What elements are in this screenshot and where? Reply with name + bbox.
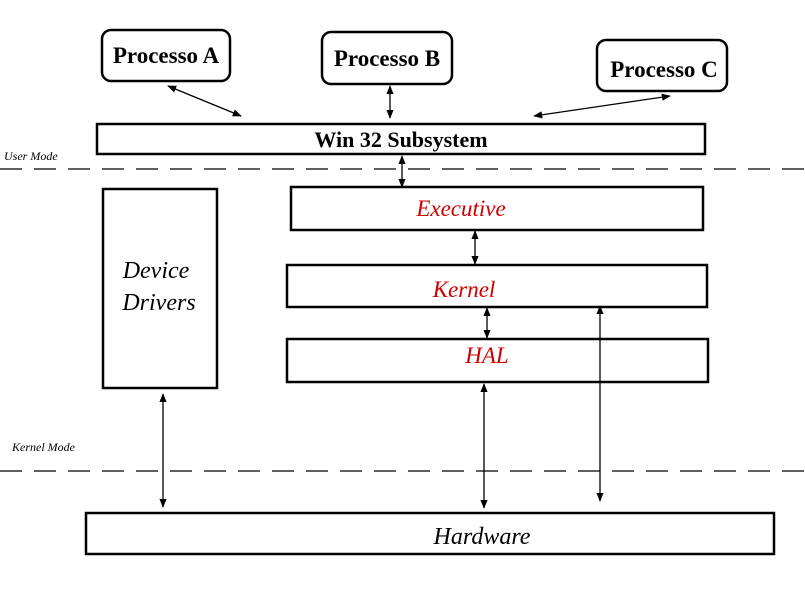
- device-drivers-box: Device Drivers: [101, 187, 219, 390]
- win32-subsystem-box: Win 32 Subsystem: [95, 122, 707, 156]
- device-drivers-line1: Device: [122, 258, 190, 284]
- kernel-label: Kernel: [432, 277, 496, 302]
- kernel-box: Kernel: [285, 263, 709, 309]
- executive-box: Executive: [289, 185, 705, 232]
- kernel-mode-label: Kernel Mode: [11, 440, 76, 454]
- arrow-process-a-subsystem: [167, 85, 242, 117]
- user-mode-label: User Mode: [4, 149, 58, 163]
- executive-label: Executive: [415, 196, 505, 221]
- process-a-label: Processo A: [113, 43, 220, 68]
- hardware-box: Hardware: [84, 511, 776, 556]
- process-b-box: Processo B: [320, 30, 454, 86]
- process-c-label: Processo C: [610, 57, 718, 82]
- process-a-box: Processo A: [100, 28, 232, 83]
- device-drivers-line2: Drivers: [121, 290, 195, 316]
- arrow-process-c-subsystem: [533, 93, 671, 119]
- process-b-label: Processo B: [334, 46, 440, 71]
- process-c-box: Processo C: [595, 38, 729, 93]
- hal-box: HAL: [285, 337, 710, 384]
- win32-subsystem-label: Win 32 Subsystem: [314, 127, 487, 152]
- hardware-label: Hardware: [433, 524, 531, 550]
- hal-label: HAL: [464, 343, 508, 368]
